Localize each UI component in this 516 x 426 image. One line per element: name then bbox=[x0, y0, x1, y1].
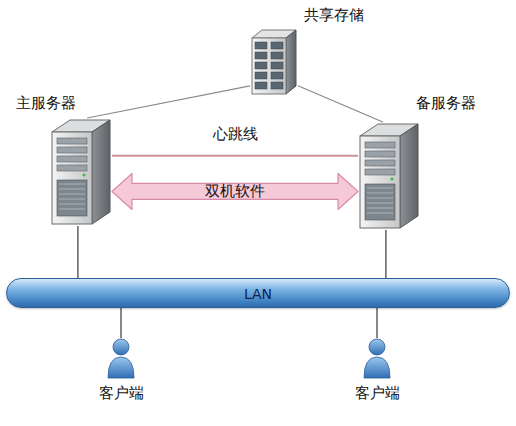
grille-line bbox=[367, 198, 393, 199]
drive-bay bbox=[365, 151, 395, 157]
connector-line bbox=[376, 308, 377, 338]
bus-label: LAN bbox=[7, 279, 509, 309]
grille-line bbox=[367, 188, 393, 189]
server-side bbox=[400, 124, 418, 228]
disk-slot bbox=[255, 82, 267, 89]
grille-line bbox=[367, 213, 393, 214]
double-arrow bbox=[112, 173, 358, 209]
disk-slot bbox=[271, 82, 283, 89]
drive-bay bbox=[365, 169, 395, 175]
client-icon bbox=[106, 338, 136, 378]
server-icon bbox=[358, 122, 420, 230]
person-head bbox=[369, 339, 385, 355]
node-label: 客户端 bbox=[99, 384, 144, 402]
drive-bay bbox=[57, 138, 87, 144]
drive-bay bbox=[365, 142, 395, 148]
power-led bbox=[390, 177, 393, 180]
connector-line bbox=[385, 230, 386, 278]
connector-line bbox=[298, 86, 383, 122]
disk-slot bbox=[255, 72, 267, 79]
front-grille bbox=[57, 180, 87, 216]
node-label: 备服务器 bbox=[416, 94, 476, 112]
disk-slot bbox=[271, 62, 283, 69]
drive-bay bbox=[57, 156, 87, 162]
server-icon bbox=[50, 118, 112, 226]
node-label: 主服务器 bbox=[16, 94, 76, 112]
storage-icon bbox=[250, 28, 298, 96]
disk-slot bbox=[271, 42, 283, 49]
grille-line bbox=[59, 209, 85, 210]
line-label: 心跳线 bbox=[213, 125, 258, 143]
grille-line bbox=[59, 204, 85, 205]
client-user: 客户端 bbox=[362, 338, 392, 378]
grille-line bbox=[59, 194, 85, 195]
standby-server: 备服务器 bbox=[358, 122, 420, 230]
shared-storage: 共享存储 bbox=[250, 28, 298, 96]
primary-server: 主服务器 bbox=[50, 118, 112, 226]
disk-slot bbox=[271, 52, 283, 59]
grille-line bbox=[367, 208, 393, 209]
person-head bbox=[113, 339, 129, 355]
server-side bbox=[92, 120, 110, 224]
grille-line bbox=[367, 203, 393, 204]
power-led bbox=[82, 173, 85, 176]
drive-bay bbox=[57, 147, 87, 153]
connector-line bbox=[87, 86, 250, 118]
grille-line bbox=[59, 189, 85, 190]
lan-bus: LAN bbox=[6, 278, 510, 308]
disk-slot bbox=[255, 42, 267, 49]
storage-side bbox=[286, 30, 296, 94]
disk-slot bbox=[271, 72, 283, 79]
person-body bbox=[108, 357, 134, 378]
storage-front bbox=[252, 38, 286, 94]
connector-line bbox=[77, 226, 78, 278]
disk-slot bbox=[255, 62, 267, 69]
person-body bbox=[364, 357, 390, 378]
arrow-label: 双机软件 bbox=[205, 182, 265, 200]
node-label: 客户端 bbox=[355, 384, 400, 402]
disk-slot bbox=[255, 52, 267, 59]
server-front bbox=[360, 136, 400, 228]
grille-line bbox=[367, 193, 393, 194]
front-grille bbox=[365, 184, 395, 220]
client-user: 客户端 bbox=[106, 338, 136, 378]
grille-line bbox=[59, 184, 85, 185]
grille-line bbox=[59, 199, 85, 200]
server-front bbox=[52, 132, 92, 224]
drive-bay bbox=[57, 165, 87, 171]
client-icon bbox=[362, 338, 392, 378]
node-label: 共享存储 bbox=[304, 6, 364, 24]
drive-bay bbox=[365, 160, 395, 166]
connector-line bbox=[120, 308, 121, 338]
connector-line bbox=[112, 155, 358, 157]
